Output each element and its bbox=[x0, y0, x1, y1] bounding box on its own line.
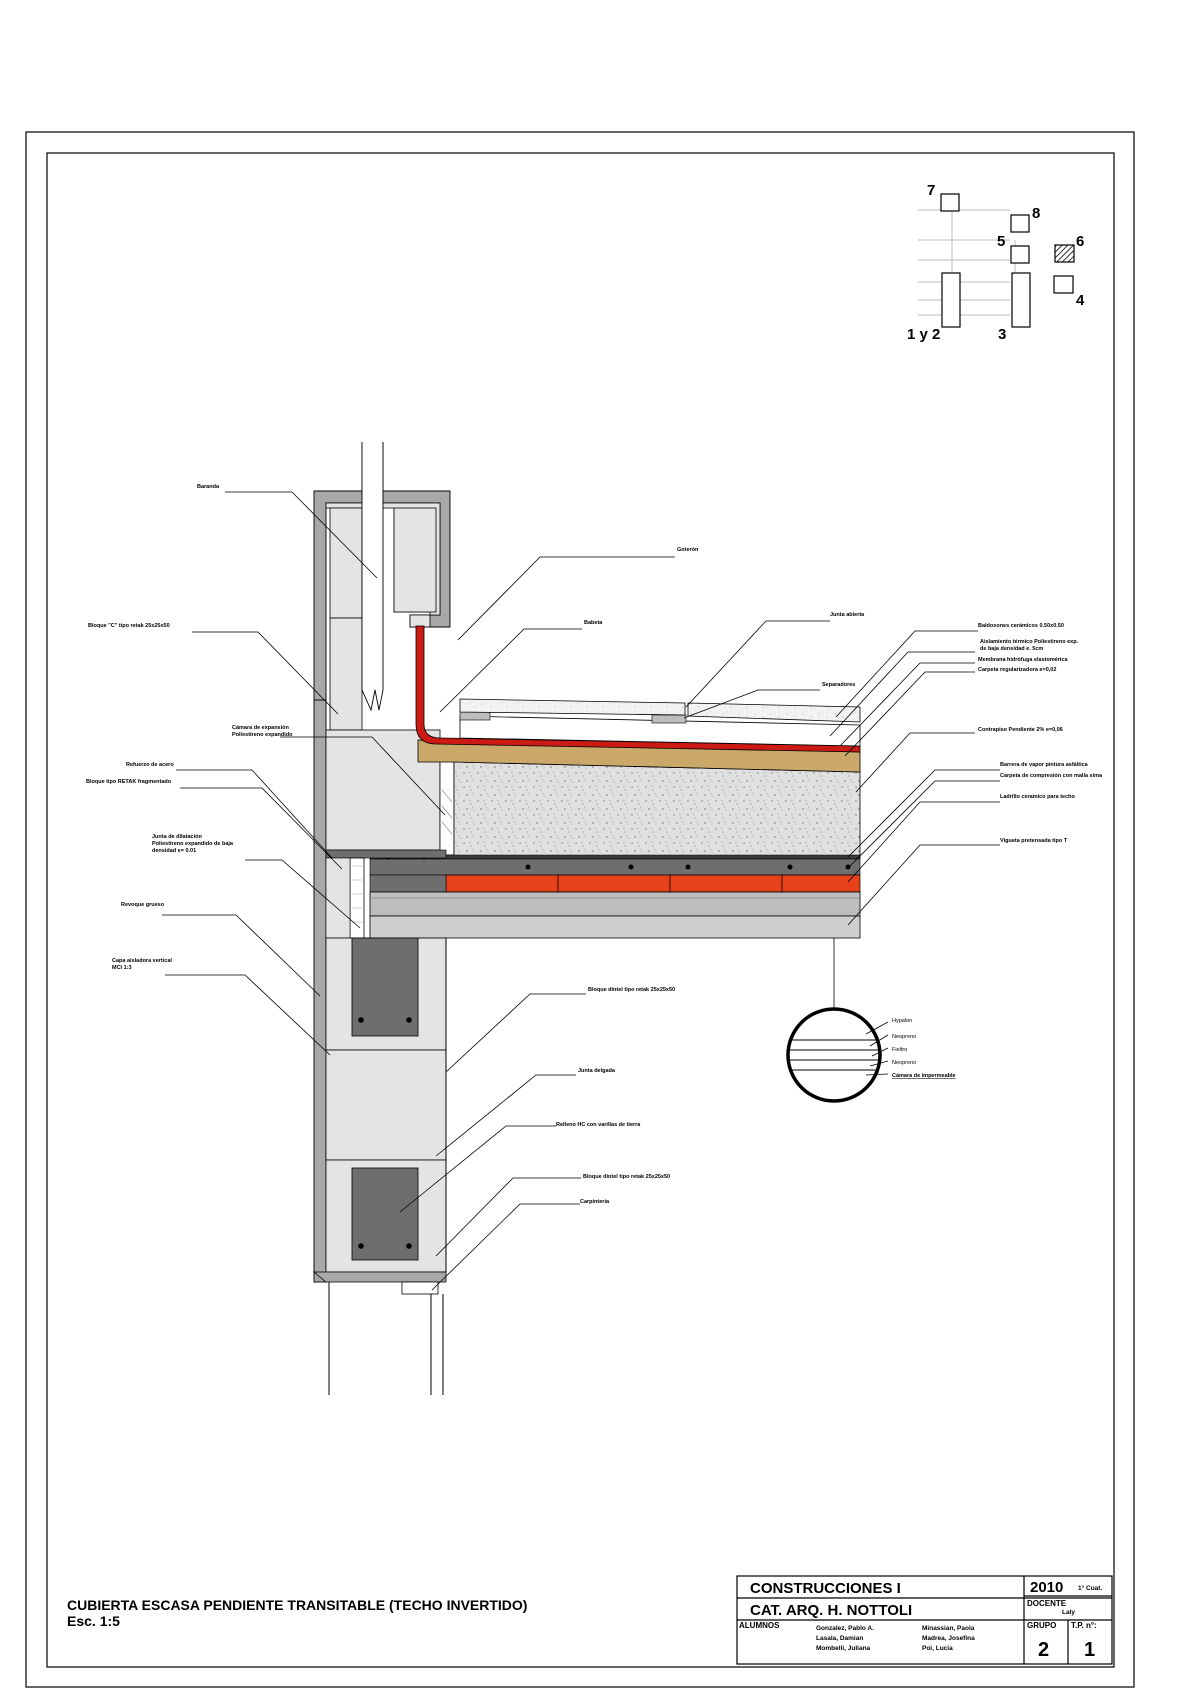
tb-docente: Laly bbox=[1062, 1609, 1075, 1616]
vigueta bbox=[369, 891, 861, 917]
tb-student-2: Lasala, Damian bbox=[816, 1635, 863, 1642]
key-plan bbox=[918, 193, 1075, 328]
tb-tp-label: T.P. n°: bbox=[1071, 1621, 1097, 1630]
key-box-8 bbox=[1010, 214, 1030, 233]
label-camara-1: Cámara de expansión bbox=[232, 725, 289, 731]
key-label-7: 7 bbox=[927, 182, 935, 199]
ladrillo-techo-2 bbox=[557, 874, 671, 893]
label-camara-2: Poliestireno expandido bbox=[232, 732, 293, 738]
label-separadores: Separadores bbox=[822, 682, 855, 688]
label-junta-delgada: Junta delgada bbox=[578, 1068, 616, 1074]
tb-term: 1° Cuat. bbox=[1078, 1584, 1102, 1592]
label-bloque-dintel-2: Bloque dintel tipo retak 25x25x50 bbox=[583, 1174, 670, 1180]
label-revoque: Revoque grueso bbox=[121, 902, 165, 908]
label-bloque-dintel-1: Bloque dintel tipo retak 25x25x50 bbox=[588, 987, 675, 993]
label-bloque-retak: Bloque tipo RETAK fragmentado bbox=[86, 779, 172, 785]
refuerzo-acero bbox=[325, 849, 447, 859]
sheet-scale: Esc. 1:5 bbox=[67, 1613, 120, 1629]
leader-lines bbox=[162, 491, 1000, 1291]
label-hypalon: Hypalon bbox=[892, 1018, 912, 1024]
key-label-1y2: 1 y 2 bbox=[907, 326, 940, 343]
expansion-chamber bbox=[439, 754, 455, 856]
label-membrana: Membrana hidrófuga elastomérica bbox=[978, 657, 1068, 663]
label-carpinteria: Carpintería bbox=[580, 1199, 610, 1205]
label-babeta: Babeta bbox=[584, 620, 603, 626]
label-aislamiento-1: Aislamiento térmico Poliestireno exp. bbox=[980, 639, 1079, 645]
roof-section bbox=[312, 442, 882, 1395]
ladrillo-techo-4 bbox=[781, 874, 861, 893]
label-junta-dil-3: densidad e= 0.01 bbox=[152, 848, 196, 854]
key-label-3: 3 bbox=[998, 326, 1006, 343]
sheet-title: CUBIERTA ESCASA PENDIENTE TRANSITABLE (T… bbox=[67, 1597, 527, 1613]
separador-1 bbox=[459, 711, 491, 721]
key-label-6: 6 bbox=[1076, 233, 1084, 250]
label-baranda: Baranda bbox=[197, 484, 220, 490]
carpeta-compresion bbox=[369, 858, 861, 876]
tb-course: CONSTRUCCIONES I bbox=[750, 1580, 901, 1597]
label-camara-detail: Cámara de impermeable bbox=[892, 1073, 956, 1079]
label-bloque-c: Bloque "C" tipo retak 25x25x50 bbox=[88, 623, 170, 629]
label-fieltro: Fieltro bbox=[892, 1047, 907, 1053]
tb-student-4: Minassian, Paola bbox=[922, 1625, 975, 1632]
key-box-7 bbox=[940, 193, 960, 212]
joint-detail-circle bbox=[786, 1007, 882, 1103]
tb-alumnos-label: ALUMNOS bbox=[739, 1621, 780, 1630]
inner-border bbox=[46, 152, 1115, 1668]
label-neopreno-1: Neopreno bbox=[892, 1034, 916, 1040]
label-refuerzo: Refuerzo de acero bbox=[126, 762, 174, 768]
label-aislamiento-2: de baja densidad e. 5cm bbox=[980, 646, 1043, 652]
render-strip bbox=[313, 699, 327, 1283]
label-relleno: Relleno HC con varillas de tierra bbox=[556, 1122, 641, 1128]
tb-grupo-label: GRUPO bbox=[1027, 1621, 1056, 1630]
railing-post bbox=[361, 442, 384, 712]
tb-chair: CAT. ARQ. H. NOTTOLI bbox=[750, 1602, 912, 1619]
baldosones bbox=[459, 698, 686, 716]
carpinteria bbox=[401, 1281, 439, 1295]
key-box-3 bbox=[1011, 272, 1031, 328]
label-neopreno-2: Neopreno bbox=[892, 1060, 916, 1066]
label-baldosones: Baldosones cerámicos 0.50x0.50 bbox=[978, 623, 1064, 629]
tb-tp: 1 bbox=[1084, 1639, 1095, 1661]
label-ladrillo: Ladrillo ceramico para techo bbox=[1000, 794, 1076, 800]
tb-student-5: Madrea, Josefina bbox=[922, 1635, 975, 1642]
key-label-4: 4 bbox=[1076, 292, 1085, 309]
tb-grupo: 2 bbox=[1038, 1639, 1049, 1661]
separador-2 bbox=[651, 714, 687, 724]
key-box-6 bbox=[1054, 244, 1075, 263]
key-box-1y2 bbox=[941, 272, 961, 328]
tb-student-6: Poi, Lucia bbox=[922, 1645, 953, 1652]
label-contrapiso: Contrapiso Pendiente 2% e=0,06 bbox=[978, 727, 1063, 733]
key-box-4 bbox=[1053, 275, 1074, 294]
bloque-intermedio bbox=[325, 1049, 447, 1161]
ladrillo-techo-3 bbox=[669, 874, 783, 893]
title-block bbox=[736, 1575, 1113, 1665]
label-vigueta: Vigueta pretensada tipo T bbox=[1000, 838, 1068, 844]
label-carpeta-reg: Carpeta regularizadora e=0,02 bbox=[978, 667, 1056, 673]
key-box-5 bbox=[1010, 245, 1030, 264]
label-capa-1: Capa aisladora vertical bbox=[112, 958, 172, 964]
ladrillo-techo-1 bbox=[445, 874, 559, 893]
aislamiento-termico bbox=[459, 715, 861, 747]
label-goteron: Goterón bbox=[677, 547, 699, 553]
tb-year: 2010 bbox=[1030, 1579, 1063, 1596]
label-junta-abierta: Junta abierta bbox=[830, 612, 865, 618]
key-label-8: 8 bbox=[1032, 205, 1040, 222]
outer-border bbox=[25, 131, 1135, 1688]
junta-dilatacion bbox=[349, 857, 365, 939]
label-barrera: Barrera de vapor pintura asfáltica bbox=[1000, 762, 1089, 768]
contrapiso bbox=[453, 761, 861, 859]
tb-student-3: Mombelli, Juliana bbox=[816, 1645, 871, 1652]
tb-docente-label: DOCENTE bbox=[1027, 1599, 1067, 1608]
key-label-5: 5 bbox=[997, 233, 1005, 250]
label-carpeta-comp: Carpeta de compresión con malla sima bbox=[1000, 773, 1103, 779]
label-capa-2: MCI 1:3 bbox=[112, 965, 132, 971]
label-junta-dil-1: Junta de dilatación bbox=[152, 834, 202, 840]
label-junta-dil-2: Poliestireno expandido de baja bbox=[152, 841, 234, 847]
tb-student-1: Gonzalez, Pablo A. bbox=[816, 1625, 874, 1632]
